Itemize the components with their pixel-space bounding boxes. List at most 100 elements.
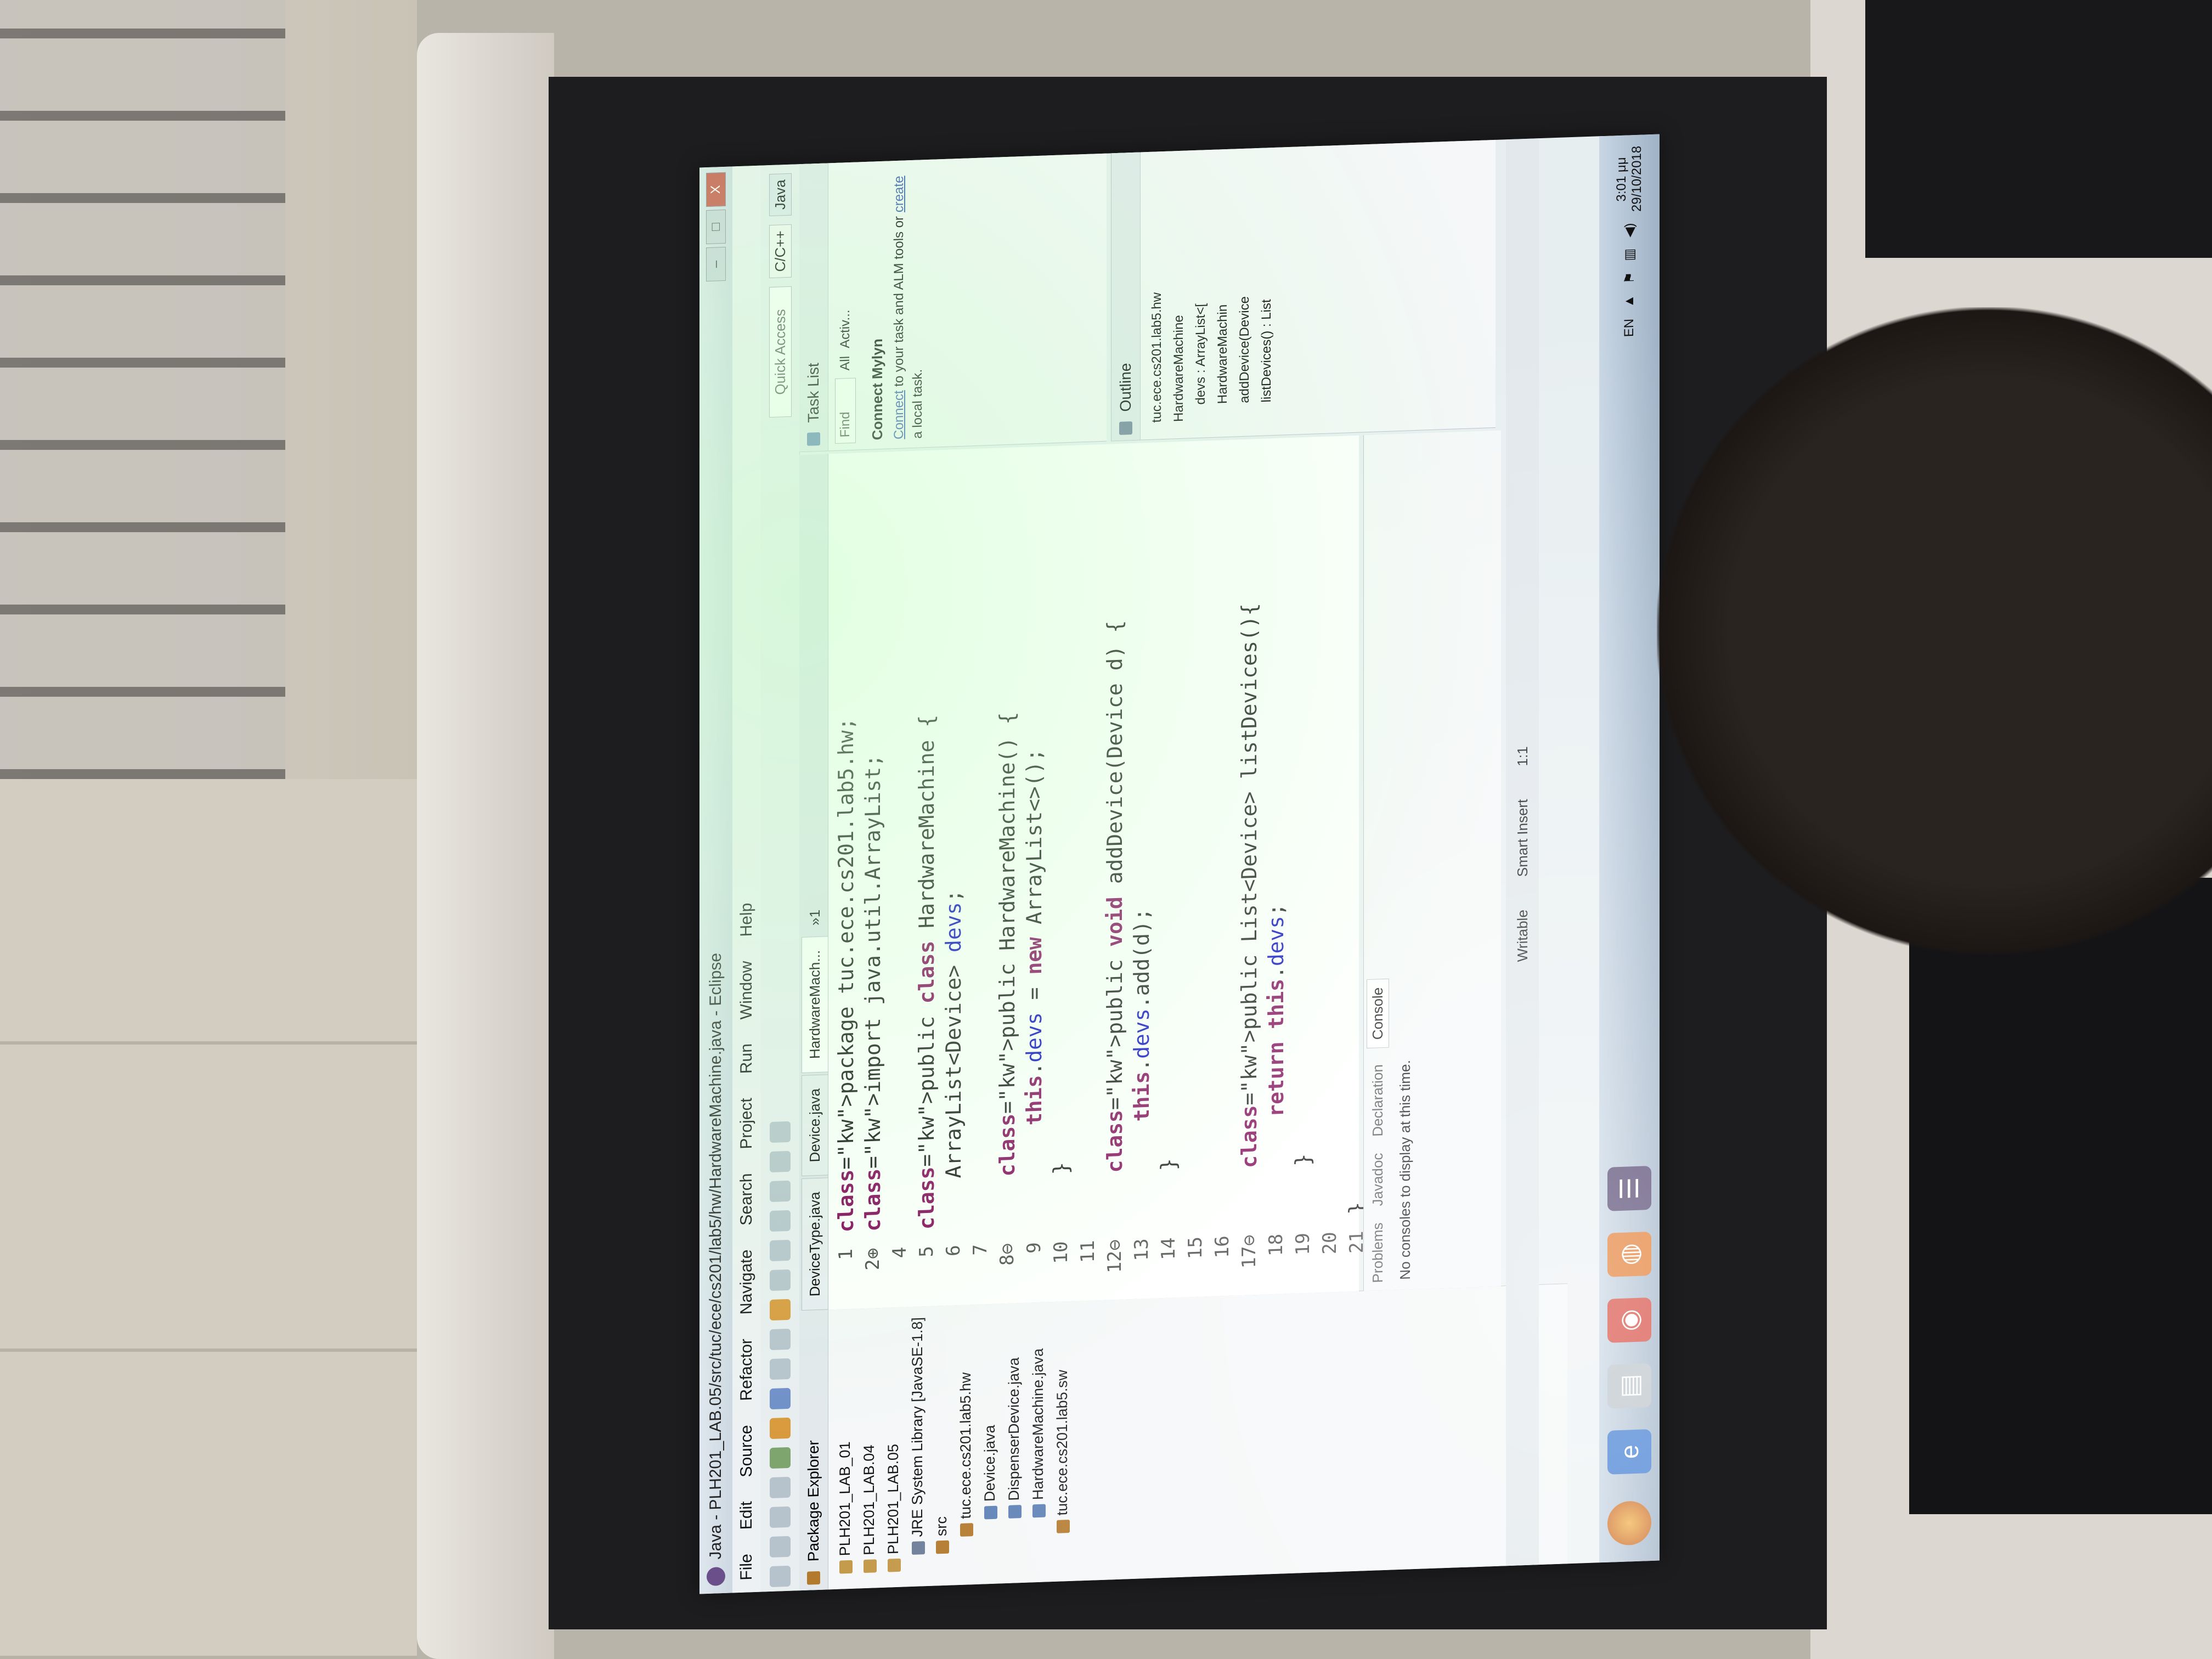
line-number: 2⊕: [862, 1247, 884, 1271]
perspective-cpp[interactable]: C/C++: [769, 224, 792, 279]
menu-refactor[interactable]: Refactor: [737, 1338, 755, 1402]
next-annotation-icon[interactable]: [770, 1210, 791, 1232]
tree-item[interactable]: Device.java: [978, 1308, 1002, 1580]
new-class-icon[interactable]: [770, 1328, 791, 1351]
network-icon[interactable]: ▥: [1622, 248, 1637, 262]
tree-item-label: HardwareMachine.java: [1030, 1348, 1046, 1500]
code-text: class="kw">public void addDevice(Device …: [1103, 620, 1127, 1173]
quick-access-input[interactable]: Quick Access: [769, 286, 792, 418]
tree-item[interactable]: PLH201_LAB.04: [857, 1312, 881, 1584]
menu-project[interactable]: Project: [737, 1097, 755, 1150]
status-writable: Writable: [1514, 909, 1531, 962]
chrome-icon[interactable]: ◉: [1607, 1297, 1651, 1343]
main-toolbar: Quick Access C/C++ Java: [761, 164, 800, 1592]
outline-item[interactable]: HardwareMachin: [1215, 304, 1230, 404]
code-line: 18 return this.devs;: [1263, 438, 1290, 1295]
tab-device[interactable]: Device.java: [802, 1074, 828, 1177]
code-text: }: [1156, 1158, 1181, 1222]
clock-time: 3:01 μμ: [1614, 156, 1629, 202]
firefox-icon[interactable]: ◍: [1607, 1231, 1651, 1277]
create-link[interactable]: create: [891, 176, 906, 213]
new-icon[interactable]: [770, 1565, 791, 1588]
new-package-icon[interactable]: [770, 1358, 791, 1380]
clock[interactable]: 3:01 μμ 29/10/2018: [1614, 145, 1645, 212]
tree-item-label: tuc.ece.cs201.lab5.sw: [1054, 1369, 1070, 1516]
task-list-title[interactable]: Task List: [805, 362, 822, 423]
tree-item[interactable]: DispenserDevice.java: [1002, 1307, 1026, 1579]
debug-icon[interactable]: [770, 1476, 791, 1499]
minimize-button[interactable]: –: [706, 246, 726, 282]
open-type-icon[interactable]: [770, 1299, 791, 1321]
search-icon[interactable]: [770, 1269, 791, 1291]
outline-item[interactable]: tuc.ece.cs201.lab5.hw: [1149, 292, 1164, 423]
flag-icon[interactable]: ⚑: [1622, 272, 1637, 284]
maximize-button[interactable]: □: [706, 209, 726, 245]
filter-all[interactable]: All: [838, 356, 853, 371]
tab-devicetype[interactable]: DeviceType.java: [802, 1177, 828, 1311]
menu-edit[interactable]: Edit: [737, 1500, 755, 1530]
more-tabs-button[interactable]: »1: [806, 909, 823, 926]
print-icon[interactable]: [770, 1506, 791, 1528]
tab-hardwaremachine[interactable]: HardwareMach...: [802, 936, 828, 1073]
menu-file[interactable]: File: [737, 1553, 755, 1581]
line-number: 10: [1050, 1240, 1072, 1265]
code-line: 8⊖ class="kw">public HardwareMachine() {: [994, 447, 1021, 1304]
window-title: Java - PLH201_LAB.05/src/tuc/ece/cs201/l…: [707, 952, 725, 1560]
line-number: 9: [1023, 1242, 1045, 1254]
window-titlebar: Java - PLH201_LAB.05/src/tuc/ece/cs201/l…: [699, 166, 732, 1594]
menu-run[interactable]: Run: [737, 1043, 755, 1074]
outline-item[interactable]: addDevice(Device: [1237, 296, 1252, 404]
perspective-java[interactable]: Java: [769, 173, 792, 217]
internet-explorer-icon[interactable]: e: [1607, 1429, 1651, 1475]
outline-title[interactable]: Outline: [1117, 363, 1134, 412]
external-tools-icon[interactable]: [770, 1417, 791, 1440]
forward-icon[interactable]: [770, 1121, 791, 1143]
filter-activ[interactable]: Activ...: [838, 309, 853, 349]
connect-link[interactable]: Connect: [891, 390, 906, 440]
tree-item[interactable]: src: [929, 1310, 953, 1582]
new-java-project-icon[interactable]: [770, 1387, 791, 1410]
tree-item[interactable]: tuc.ece.cs201.lab5.hw: [953, 1309, 978, 1581]
save-icon[interactable]: [770, 1536, 791, 1558]
task-find-input[interactable]: Find: [835, 377, 856, 444]
bottom-tabs: Problems Javadoc Declaration Console: [1364, 435, 1391, 1291]
outline-item[interactable]: listDevices() : List: [1259, 298, 1274, 403]
eclipse-taskbar-icon[interactable]: ☰: [1607, 1165, 1651, 1211]
tree-item[interactable]: PLH201_LAB_01: [833, 1313, 857, 1585]
code-text: class="kw">public HardwareMachine() {: [995, 712, 1019, 1177]
back-icon[interactable]: [770, 1150, 791, 1173]
code-line: 4: [887, 451, 913, 1308]
tab-javadoc[interactable]: Javadoc: [1369, 1153, 1386, 1207]
toggle-mark-occurrences-icon[interactable]: [770, 1239, 791, 1262]
outline-tree: tuc.ece.cs201.lab5.hw HardwareMachine de…: [1141, 146, 1283, 439]
mylyn-text: to your task and ALM tools or: [891, 212, 906, 391]
language-indicator[interactable]: EN: [1622, 318, 1637, 337]
start-button[interactable]: [1607, 1500, 1651, 1546]
menu-help[interactable]: Help: [737, 902, 755, 938]
menu-navigate[interactable]: Navigate: [737, 1249, 755, 1315]
menu-source[interactable]: Source: [737, 1424, 755, 1478]
line-number: 12⊖: [1104, 1239, 1126, 1274]
close-button[interactable]: X: [706, 172, 726, 207]
tree-item[interactable]: JRE System Library [JavaSE-1.8]: [905, 1311, 929, 1583]
volume-icon[interactable]: ◀): [1622, 223, 1637, 238]
previous-annotation-icon[interactable]: [770, 1180, 791, 1203]
tab-console[interactable]: Console: [1366, 979, 1389, 1048]
tree-item[interactable]: tuc.ece.cs201.lab5.sw: [1050, 1306, 1074, 1578]
menu-search[interactable]: Search: [737, 1173, 755, 1226]
outline-item[interactable]: devs : ArrayList<[: [1193, 303, 1208, 405]
code-line: 10 }: [1048, 445, 1075, 1302]
tree-item[interactable]: HardwareMachine.java: [1026, 1306, 1050, 1578]
run-icon[interactable]: [770, 1447, 791, 1469]
tab-problems[interactable]: Problems: [1369, 1222, 1386, 1283]
file-explorer-icon[interactable]: ▤: [1607, 1363, 1651, 1409]
outline-item[interactable]: HardwareMachine: [1171, 314, 1186, 422]
package-explorer-title[interactable]: Package Explorer: [805, 1440, 822, 1562]
tree-item[interactable]: PLH201_LAB.05: [881, 1311, 905, 1583]
tray-arrow-icon[interactable]: ▲: [1622, 294, 1637, 308]
menu-window[interactable]: Window: [737, 960, 755, 1020]
tab-declaration[interactable]: Declaration: [1369, 1064, 1386, 1137]
ceiling-tiles: [0, 779, 417, 1659]
